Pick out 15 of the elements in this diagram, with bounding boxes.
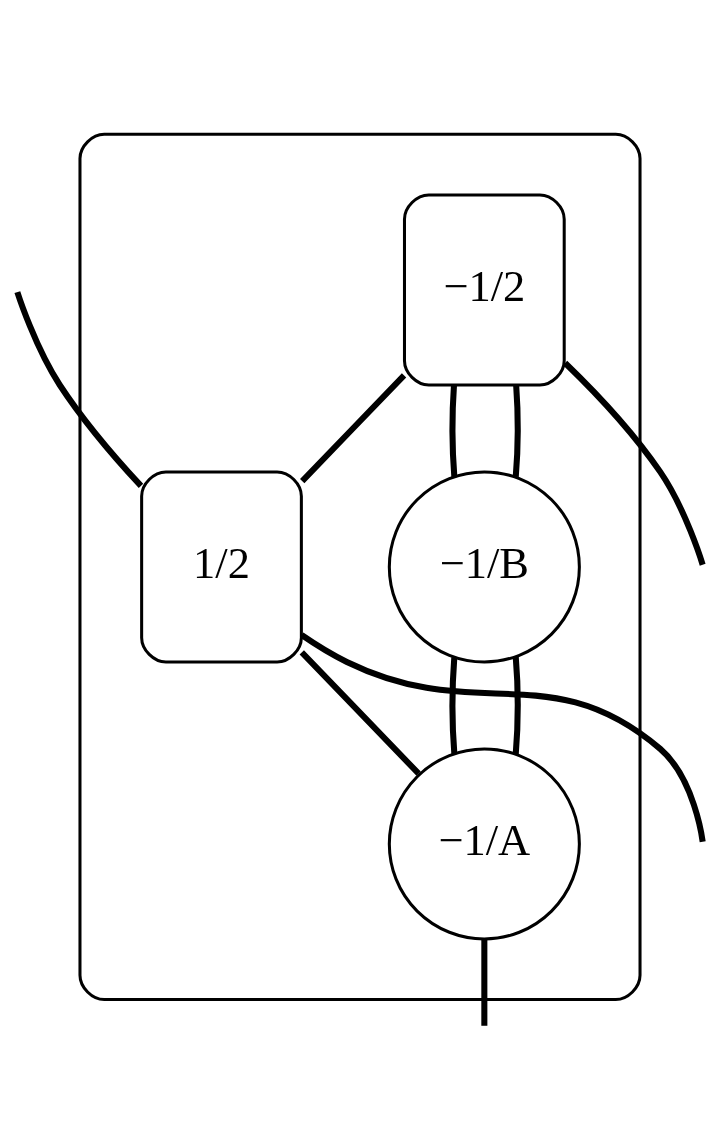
cluster [78, 132, 642, 1001]
connector [299, 649, 421, 776]
connector [512, 656, 521, 754]
node-box: −1/2 [402, 192, 566, 386]
connector [14, 290, 144, 488]
connector [299, 632, 706, 842]
connector [481, 938, 488, 1026]
node-circle: −1/A [387, 746, 581, 940]
node-circle: −1/B [387, 469, 581, 663]
connector [449, 384, 458, 477]
node-box: 1/2 [140, 469, 303, 663]
connector [562, 360, 706, 566]
connector [449, 656, 458, 754]
connector [300, 372, 407, 483]
connector [512, 384, 521, 477]
